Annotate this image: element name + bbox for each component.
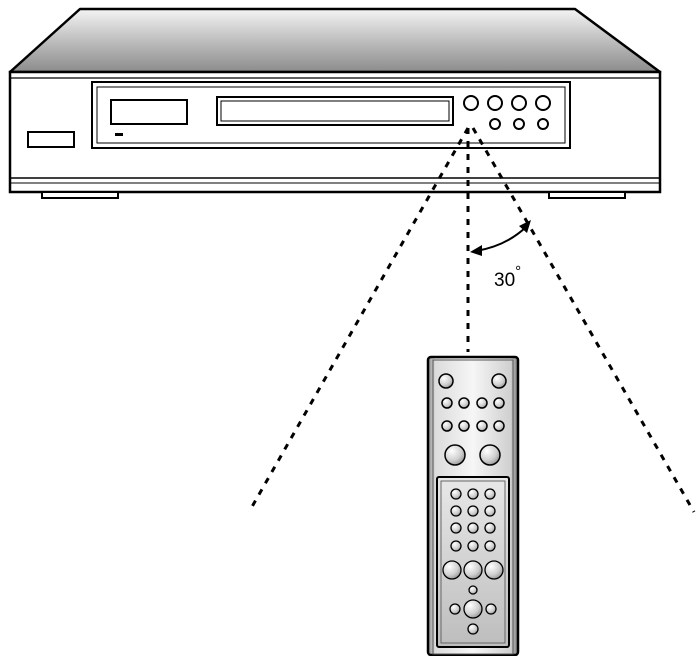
angle-value: 30 [494, 270, 515, 291]
angle-label: 30° [494, 263, 521, 291]
range-line-right [471, 127, 696, 513]
player-unit [8, 7, 662, 199]
remote-keypad-buttons [442, 488, 504, 635]
player-foot-left [41, 191, 119, 199]
remote-top-buttons [438, 373, 507, 466]
ir-sensor [463, 95, 479, 111]
range-lines [247, 127, 696, 513]
angle-unit: ° [515, 263, 521, 280]
player-foot-right [548, 191, 626, 199]
angle-arc [475, 226, 527, 252]
remote-control [426, 355, 520, 656]
power-switch [27, 131, 75, 148]
angle-arrow-right [519, 220, 531, 233]
angle-indicator: 30° [470, 220, 531, 291]
player-top-surface [8, 7, 662, 74]
angle-arrow-left [470, 245, 482, 256]
panel-buttons [463, 95, 551, 130]
disc-tray [216, 96, 454, 126]
small-display [110, 99, 188, 125]
indicator-led [115, 133, 123, 136]
range-line-left [247, 127, 470, 513]
